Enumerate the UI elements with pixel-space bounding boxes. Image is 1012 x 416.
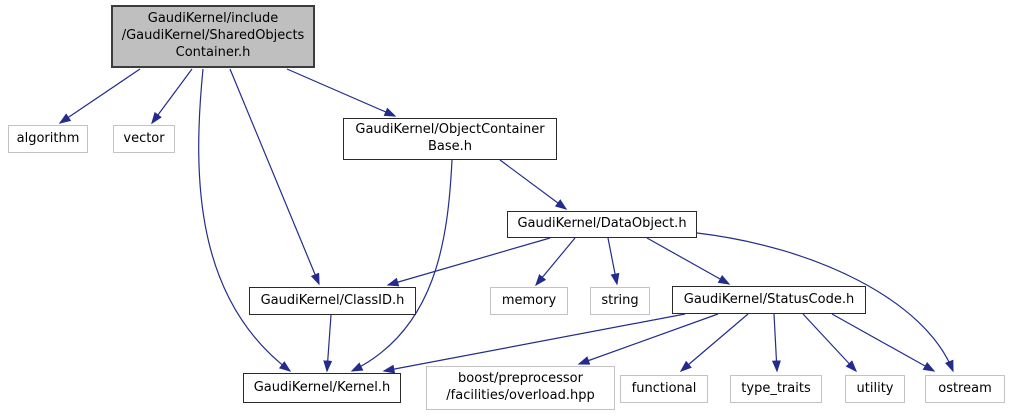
edge-shared-objects-container-to-class-id xyxy=(229,68,320,286)
node-label-line: boost/preprocessor xyxy=(458,371,583,387)
node-label-line: GaudiKernel/DataObject.h xyxy=(517,216,687,232)
edge-data-object-to-string xyxy=(607,237,620,286)
node-label-line: GaudiKernel/ObjectContainer xyxy=(355,122,545,138)
edge-shared-objects-container-to-kernel xyxy=(198,68,292,372)
node-label-line: GaudiKernel/ClassID.h xyxy=(260,292,405,308)
edge-status-code-to-type-traits xyxy=(771,313,781,373)
node-class-id[interactable]: GaudiKernel/ClassID.h xyxy=(249,287,416,315)
node-ostream: ostream xyxy=(925,375,1005,403)
edge-data-object-to-status-code xyxy=(646,237,731,285)
edge-class-id-to-kernel xyxy=(323,314,333,373)
node-functional: functional xyxy=(620,375,708,403)
node-label-line: Container.h xyxy=(175,44,251,60)
edge-shared-objects-container-to-vector xyxy=(151,68,193,125)
node-label-line: Base.h xyxy=(427,139,473,154)
node-label-line: memory xyxy=(501,292,557,308)
node-label-line: algorithm xyxy=(16,130,80,146)
node-string: string xyxy=(590,287,650,315)
edge-data-object-to-memory xyxy=(535,237,576,287)
node-utility: utility xyxy=(845,375,905,403)
edge-data-object-to-class-id xyxy=(386,237,551,287)
node-label-line: ostream xyxy=(938,380,992,396)
node-label-line: GaudiKernel/StatusCode.h xyxy=(683,291,855,307)
node-label-line: vector xyxy=(123,130,165,146)
node-shared-objects-container: GaudiKernel/include/GaudiKernel/SharedOb… xyxy=(111,5,315,68)
node-label-line: GaudiKernel/Kernel.h xyxy=(253,379,391,395)
node-type-traits: type_traits xyxy=(730,375,822,403)
edge-status-code-to-functional xyxy=(679,313,749,372)
edge-status-code-to-ostream xyxy=(831,313,936,372)
node-kernel[interactable]: GaudiKernel/Kernel.h xyxy=(243,373,401,403)
node-label-line: functional xyxy=(631,380,697,396)
edge-status-code-to-utility xyxy=(802,313,858,373)
node-boost-overload: boost/preprocessor/facilities/overload.h… xyxy=(426,366,615,410)
node-label-line: /facilities/overload.hpp xyxy=(446,388,595,403)
node-label-line: /GaudiKernel/SharedObjects xyxy=(121,28,305,44)
node-label-line: utility xyxy=(856,380,894,396)
node-algorithm: algorithm xyxy=(8,125,88,153)
edge-shared-objects-container-to-object-container-base xyxy=(286,68,397,117)
node-data-object[interactable]: GaudiKernel/DataObject.h xyxy=(507,211,697,238)
edge-object-container-base-to-kernel xyxy=(350,159,453,372)
edge-status-code-to-kernel xyxy=(382,313,686,374)
edge-status-code-to-boost-overload xyxy=(577,313,719,365)
edge-object-container-base-to-data-object xyxy=(499,159,568,210)
edge-data-object-to-ostream xyxy=(696,232,954,373)
node-vector: vector xyxy=(113,125,175,153)
node-status-code[interactable]: GaudiKernel/StatusCode.h xyxy=(672,286,866,314)
edge-shared-objects-container-to-algorithm xyxy=(58,68,141,124)
node-label-line: type_traits xyxy=(741,380,811,396)
node-memory: memory xyxy=(490,287,568,315)
node-label-line: GaudiKernel/include xyxy=(147,11,279,27)
node-label-line: string xyxy=(601,292,639,308)
